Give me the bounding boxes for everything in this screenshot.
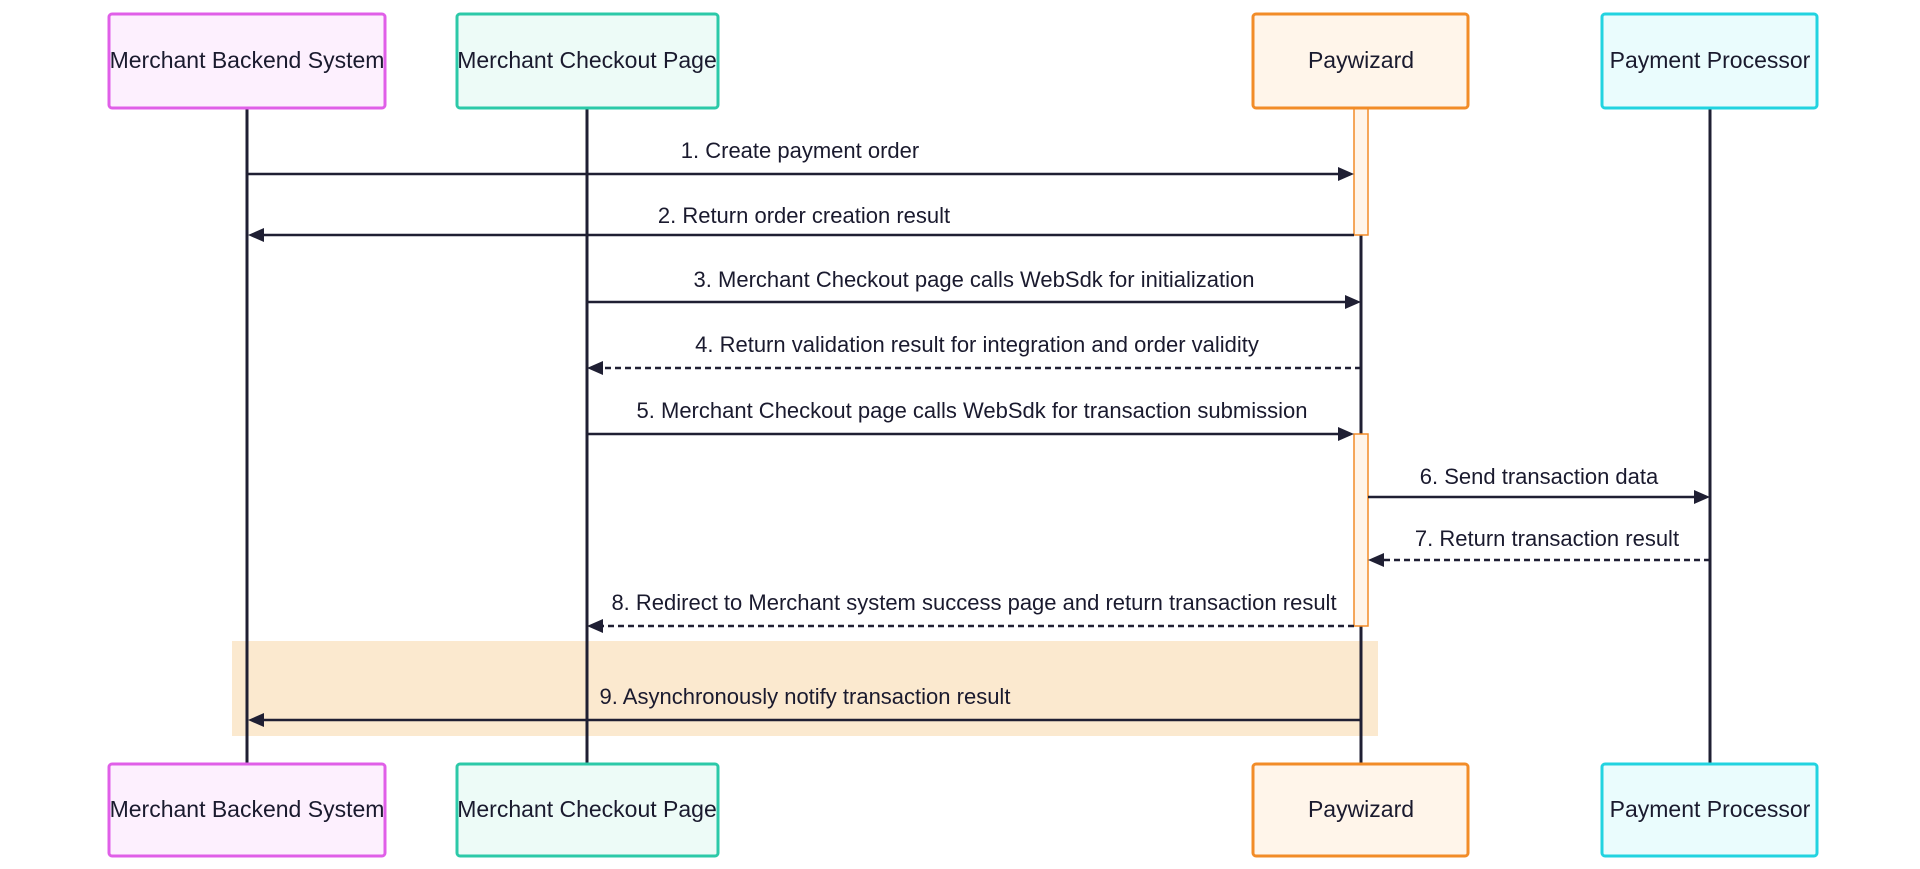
message-label: 6. Send transaction data [1420, 464, 1659, 489]
actor-top-paywizard[interactable]: Paywizard [1251, 12, 1470, 110]
actor-label: Paywizard [1308, 796, 1414, 822]
message-5: 5. Merchant Checkout page calls WebSdk f… [587, 398, 1354, 441]
actor-top-merchant-backend-system[interactable]: Merchant Backend System [107, 12, 387, 110]
message-label: 3. Merchant Checkout page calls WebSdk f… [694, 267, 1255, 292]
message-label: 7. Return transaction result [1415, 526, 1679, 551]
message-label: 8. Redirect to Merchant system success p… [611, 590, 1336, 615]
actor-bottom-payment-processor[interactable]: Payment Processor [1600, 762, 1819, 858]
actor-bottom-merchant-checkout-page[interactable]: Merchant Checkout Page [455, 762, 720, 858]
message-9: 9. Asynchronously notify transaction res… [248, 684, 1361, 727]
message-label: 2. Return order creation result [658, 203, 950, 228]
actor-label: Merchant Backend System [110, 796, 385, 822]
message-label: 4. Return validation result for integrat… [695, 332, 1259, 357]
actor-top-merchant-checkout-page[interactable]: Merchant Checkout Page [455, 12, 720, 110]
actor-label: Merchant Checkout Page [457, 47, 717, 73]
actor-label: Payment Processor [1610, 47, 1811, 73]
paywizard-activation-bar-1 [1353, 107, 1369, 236]
message-label: 9. Asynchronously notify transaction res… [600, 684, 1011, 709]
message-8: 8. Redirect to Merchant system success p… [587, 590, 1354, 633]
message-3: 3. Merchant Checkout page calls WebSdk f… [587, 267, 1361, 309]
actor-label: Payment Processor [1610, 796, 1811, 822]
paywizard-activation-bar-2 [1353, 433, 1369, 627]
message-4: 4. Return validation result for integrat… [587, 332, 1361, 375]
actor-label: Paywizard [1308, 47, 1414, 73]
actor-bottom-paywizard[interactable]: Paywizard [1251, 762, 1470, 858]
message-label: 1. Create payment order [681, 138, 919, 163]
message-6: 6. Send transaction data [1368, 464, 1710, 504]
message-7: 7. Return transaction result [1368, 526, 1710, 567]
message-2: 2. Return order creation result [248, 203, 1354, 242]
message-label: 5. Merchant Checkout page calls WebSdk f… [637, 398, 1308, 423]
actor-bottom-merchant-backend-system[interactable]: Merchant Backend System [107, 762, 387, 858]
message-1: 1. Create payment order [248, 138, 1354, 181]
actor-label: Merchant Checkout Page [457, 796, 717, 822]
actor-label: Merchant Backend System [110, 47, 385, 73]
actor-top-payment-processor[interactable]: Payment Processor [1600, 12, 1819, 110]
